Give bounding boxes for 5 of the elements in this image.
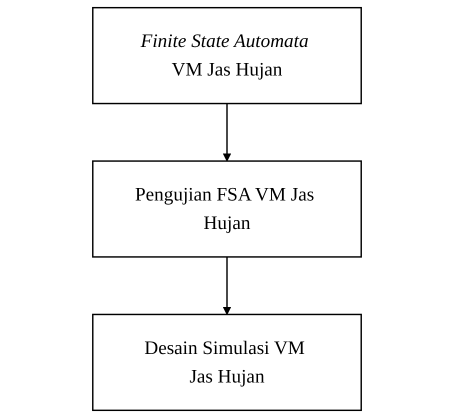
node-box (92, 6, 362, 104)
node-box (92, 314, 362, 412)
node-box (92, 160, 362, 258)
arrow (222, 256, 232, 315)
arrow (222, 104, 232, 162)
